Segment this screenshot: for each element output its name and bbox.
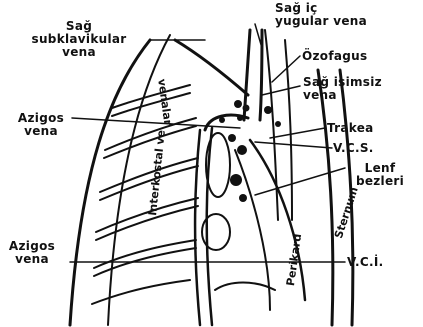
label-lenf-bezleri: Lenf bezleri <box>340 162 420 188</box>
leader-line <box>255 142 332 148</box>
lenf-bezi <box>237 145 247 155</box>
label-azigos-vena-top: Azigos vena <box>10 112 72 138</box>
rib <box>92 280 190 304</box>
label-sag-isimsiz-vena: Sağ isimsiz vena <box>303 76 382 102</box>
lenf-bezi <box>228 134 236 142</box>
rib <box>104 126 196 158</box>
lenf-bezi <box>243 105 250 112</box>
label-ozofagus: Özofagus <box>302 50 367 63</box>
vci <box>215 283 275 291</box>
label-trakea: Trakea <box>327 122 374 135</box>
leader-line <box>262 86 300 95</box>
label-vci: V.C.İ. <box>347 256 384 269</box>
lenf-bezi <box>239 194 247 202</box>
label-azigos-vena-bottom: Azigos vena <box>2 240 62 266</box>
azigos-vein <box>207 128 212 325</box>
label-sag-subklavikular-vena: Sağ subklavikular vena <box>22 20 136 59</box>
sternum <box>318 70 333 325</box>
lenf-bezi <box>275 121 281 127</box>
leader-line <box>270 128 325 138</box>
lenf-bezi <box>230 174 242 186</box>
rib <box>94 240 196 268</box>
lenf-bezi <box>237 115 243 121</box>
label-vcs: V.C.S. <box>333 142 374 155</box>
label-sag-ic-yugular-vena: Sağ iç yugular vena <box>275 2 367 28</box>
lenf-bezi <box>234 100 242 108</box>
lenf-bezi <box>219 117 225 123</box>
lenf-bezi <box>264 106 272 114</box>
